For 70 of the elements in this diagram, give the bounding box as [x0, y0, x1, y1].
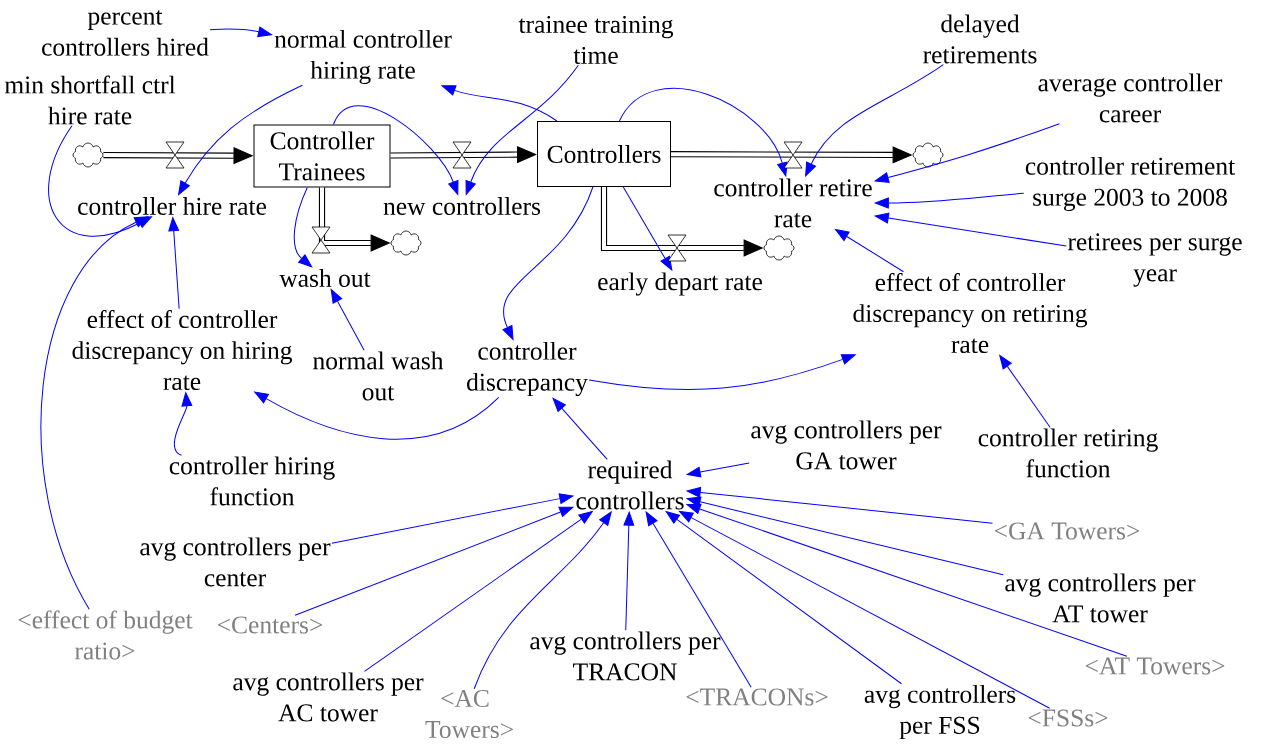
variable-label: controller retirement surge 2003 to 2008 — [1025, 156, 1236, 212]
variable-label: percent controllers hired — [42, 10, 209, 56]
variable-label: avg controllers per AC tower — [233, 672, 424, 722]
link-arrow — [441, 85, 558, 122]
variable-label: wash out — [279, 269, 371, 287]
link-arrow — [645, 511, 752, 688]
link-arrow — [209, 26, 272, 38]
variable-label: avg controllers per FSS — [864, 684, 1016, 740]
link-arrow — [874, 192, 1025, 209]
variable-label: <AC Towers> — [425, 689, 513, 739]
link-arrow — [40, 216, 149, 610]
link-arrow — [331, 493, 574, 544]
variable-label: controller retiring function — [978, 428, 1158, 478]
link-arrow — [294, 506, 574, 616]
link-arrow — [686, 486, 993, 524]
variable-label: early depart rate — [598, 272, 762, 296]
variable-label: avg controllers per AT tower — [1005, 573, 1196, 623]
link-arrow — [293, 187, 313, 268]
variable-label: required controllers — [576, 460, 684, 510]
variable-label: controller retire rate — [714, 178, 872, 228]
link-arrow — [686, 503, 1128, 657]
variable-label: average controller career — [1038, 73, 1223, 123]
variable-label: <FSSs> — [1028, 709, 1108, 727]
link-arrow — [178, 84, 303, 196]
link-arrow — [173, 392, 193, 456]
variable-label: avg controllers per TRACON — [530, 631, 721, 681]
variable-label: delayed retirements — [923, 14, 1037, 64]
variable-label: controller hire rate — [78, 197, 266, 215]
link-arrow — [679, 510, 1051, 709]
link-arrow — [835, 228, 905, 273]
variable-label: normal controller hiring rate — [274, 29, 452, 85]
link-arrow — [502, 186, 594, 340]
link-arrow — [552, 397, 608, 460]
link-arrow — [623, 511, 635, 631]
variable-label: avg controllers per center — [140, 537, 331, 587]
variable-label: controller hiring function — [169, 456, 335, 506]
variable-label: controller discrepancy — [467, 341, 588, 397]
variable-label: trainee training time — [518, 15, 674, 65]
link-arrow — [686, 462, 750, 478]
link-arrow — [622, 186, 673, 271]
link-arrow — [874, 212, 1067, 247]
variable-label: <GA Towers> — [994, 522, 1140, 540]
link-arrow — [330, 288, 365, 351]
link-arrow — [686, 496, 1004, 576]
variable-label: <Centers> — [217, 616, 323, 634]
variable-label: <effect of budget ratio> — [18, 610, 193, 660]
link-arrow — [332, 105, 459, 195]
link-arrow — [473, 511, 612, 690]
variable-label: new controllers — [383, 197, 541, 215]
cloud-icon — [763, 235, 795, 261]
cloud-icon — [72, 142, 104, 168]
link-arrow — [665, 511, 902, 685]
variable-label: effect of controller discrepancy on hiring rate — [72, 309, 292, 391]
variable-label: min shortfall ctrl hire rate — [4, 75, 176, 125]
link-arrow — [465, 64, 579, 195]
stock-box: Controllers — [537, 121, 671, 187]
link-arrow — [618, 87, 788, 177]
link-arrow — [254, 391, 500, 440]
cloud-icon — [390, 230, 422, 256]
link-arrow — [168, 217, 180, 310]
link-arrow — [805, 64, 944, 177]
variable-label: <TRACONs> — [686, 688, 828, 706]
variable-label: normal wash out — [313, 351, 444, 401]
variable-label: avg controllers per GA tower — [751, 420, 942, 470]
variable-label: <AT Towers> — [1085, 657, 1225, 675]
link-arrow — [364, 511, 593, 672]
link-arrow — [874, 123, 1060, 183]
cloud-icon — [912, 142, 944, 168]
link-arrow — [999, 355, 1051, 428]
link-arrow — [588, 354, 856, 391]
